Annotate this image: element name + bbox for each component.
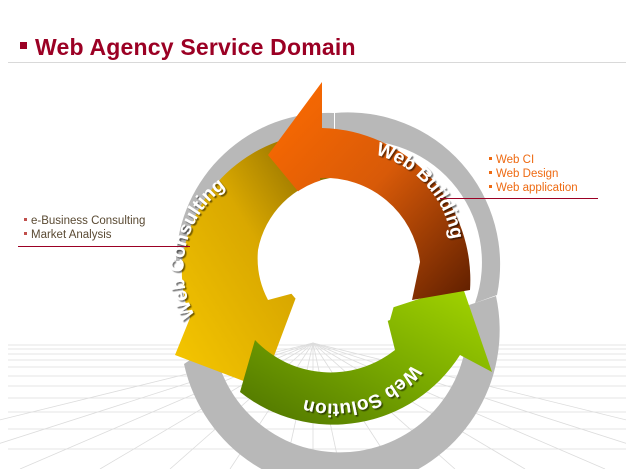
page-title: Web Agency Service Domain: [20, 34, 356, 61]
center-hole: [260, 179, 409, 326]
segment-web-solution: [240, 285, 492, 425]
bullet-icon: [489, 157, 492, 161]
note-item: Web CI: [489, 153, 578, 167]
segment-web-building: [268, 82, 471, 300]
notes-building: Web CI Web Design Web application: [489, 153, 578, 195]
page-title-text: Web Agency Service Domain: [35, 34, 356, 60]
segment-web-consulting: [175, 132, 330, 388]
note-item: Web Design: [489, 167, 578, 181]
title-divider: [8, 62, 626, 63]
bullet-icon: [24, 232, 27, 236]
leader-line-building: [440, 198, 598, 199]
note-item: e-Business Consulting: [24, 214, 145, 228]
note-item: Market Analysis: [24, 228, 145, 242]
bullet-icon: [24, 218, 27, 222]
leader-line-consulting: [18, 246, 190, 247]
bullet-icon: [489, 185, 492, 189]
notes-consulting: e-Business Consulting Market Analysis: [24, 214, 145, 242]
bullet-icon: [489, 171, 492, 175]
note-item: Web application: [489, 181, 578, 195]
title-bullet-icon: [20, 42, 27, 50]
